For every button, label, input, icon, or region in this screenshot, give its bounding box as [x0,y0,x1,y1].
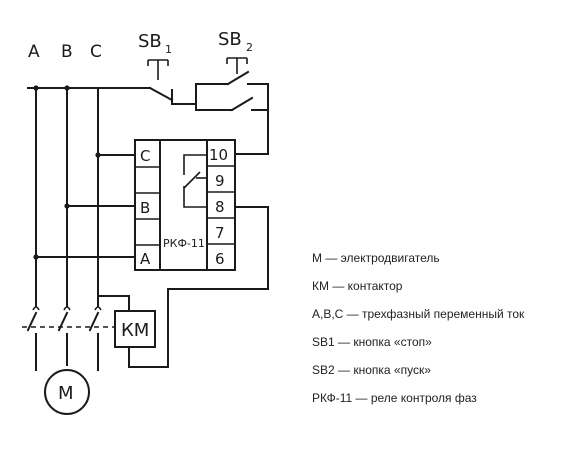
legend-item-stop: SB1 — кнопка «стоп» [312,335,432,349]
motor-label: М [58,383,74,404]
relay-internal-contact [183,154,207,208]
km-power-contacts [22,311,116,371]
legend-item-motor: М — электродвигатель [312,251,440,265]
relay-terminal-a: A [140,250,151,268]
legend: М — электродвигатель КМ — контактор А,В,… [312,250,562,418]
km-coil [114,310,156,348]
fuse-mark [94,306,102,311]
relay-terminal-8: 8 [215,198,225,216]
wire-terminal-8-to-km [128,206,269,368]
sb1-stop-button [147,59,174,105]
sb1-label: SB [138,31,162,52]
fuse-mark [63,306,71,311]
phase-label-b: B [61,42,73,62]
relay-terminal-10: 10 [209,146,228,164]
km-holding-contact [230,96,254,112]
sb2-start-button [226,57,250,86]
legend-item-start: SB2 — кнопка «пуск» [312,363,431,377]
km-label: КМ [121,320,149,341]
motor [44,369,90,415]
sb2-label: SB [218,29,242,50]
relay-terminal-7: 7 [215,224,225,242]
phase-label-a: A [28,42,40,62]
legend-item-phases: А,В,С — трехфазный переменный ток [312,307,525,321]
sb2-sub: 2 [246,41,253,54]
relay-terminal-c: C [140,147,150,165]
relay-terminal-b: B [140,199,150,217]
relay-terminal-6: 6 [215,250,225,268]
sb1-sub: 1 [165,43,172,56]
relay-terminal-9: 9 [215,172,225,190]
phase-label-c: C [90,42,102,62]
relay-name: РКФ-11 [163,237,205,250]
fuse-mark [32,306,40,311]
wire-c-to-km [97,295,130,312]
legend-item-contactor: КМ — контактор [312,279,403,293]
legend-item-relay: РКФ-11 — реле контроля фаз [312,391,477,405]
